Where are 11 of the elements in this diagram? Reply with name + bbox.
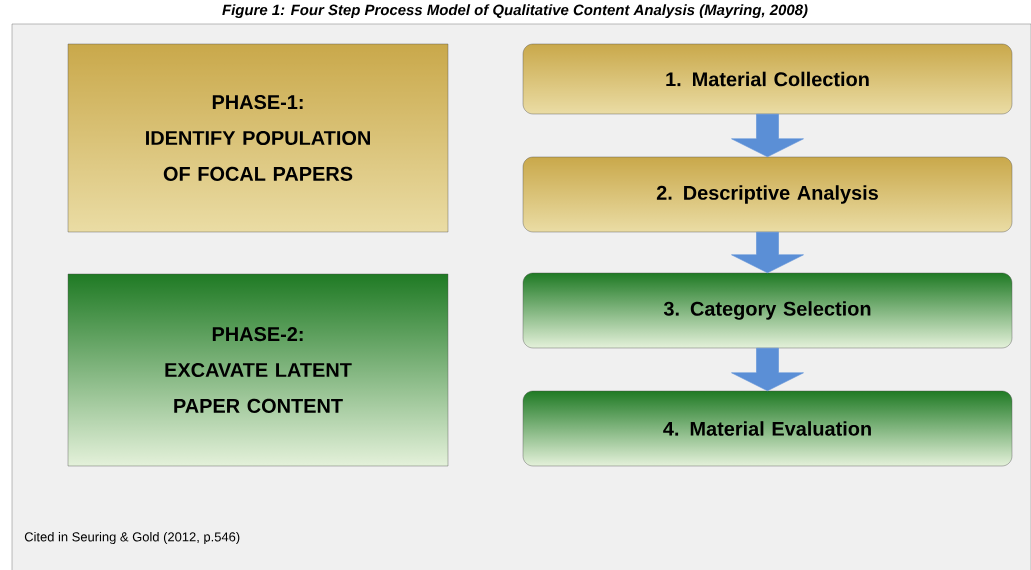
figure-title: Figure 1: Four Step Process Model of Qualitative Content Analysis (Mayring, 2008): [222, 4, 808, 19]
step-box: 3. Category Selection: [522, 272, 1013, 349]
block-arrow: [731, 347, 804, 392]
phase-box: PHASE-1: IDENTIFY POPULATION OF FOCAL PAPERS: [67, 43, 449, 233]
block-arrow: [731, 231, 804, 274]
step-box: 4. Material Evaluation: [522, 390, 1013, 467]
step-box: 2. Descriptive Analysis: [522, 156, 1013, 233]
step-box: 1. Material Collection: [522, 43, 1013, 115]
block-arrow: [731, 113, 804, 158]
phase-box: PHASE-2: EXCAVATE LATENT PAPER CONTENT: [67, 273, 449, 467]
citation-note: Cited in Seuring & Gold (2012, p.546): [24, 531, 240, 545]
